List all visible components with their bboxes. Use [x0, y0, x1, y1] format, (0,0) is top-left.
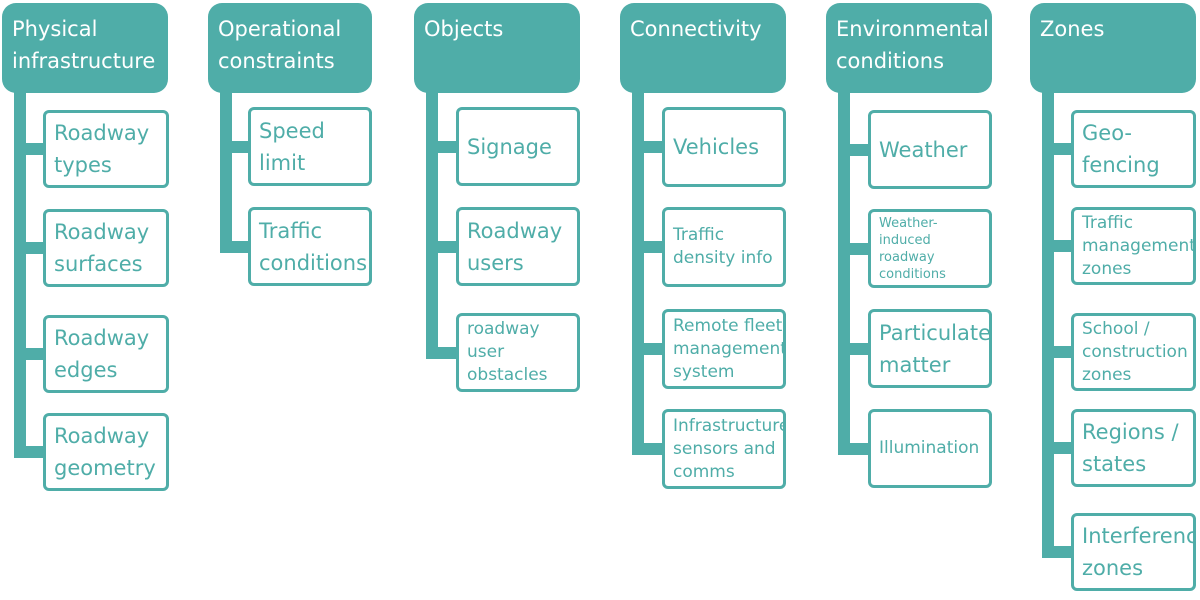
connector-trunk-physical — [14, 83, 26, 458]
label-text: Roadway surfaces — [54, 220, 150, 276]
item-remote-fleet: Remote fleet management system — [662, 309, 786, 389]
item-roadway-surfaces: Roadway surfaces — [43, 209, 169, 287]
label-text: Roadway edges — [54, 326, 150, 382]
category-header-environmental: Environmental conditions — [826, 3, 992, 93]
label-text: Vehicles — [673, 135, 760, 159]
category-header-objects: Objects — [414, 3, 580, 93]
label-text: Environmental conditions — [836, 17, 989, 73]
item-traffic-density-info: Traffic density info — [662, 207, 786, 287]
item-weather-induced: Weather- induced roadway conditions — [868, 209, 992, 288]
label-text: Interference zones — [1082, 524, 1193, 580]
connector-branch — [838, 143, 870, 156]
connector-trunk-zones — [1042, 83, 1054, 558]
connector-branch — [632, 343, 664, 355]
connector-branch — [14, 446, 45, 458]
item-particulate-matter: Particulate matter — [868, 309, 992, 388]
connector-branch — [14, 348, 45, 360]
connector-branch — [1042, 546, 1073, 558]
connector-branch — [838, 242, 870, 255]
connector-branch — [1042, 346, 1073, 358]
item-weather: Weather — [868, 110, 992, 189]
label-text: Objects — [424, 17, 504, 41]
item-traffic-management-zones: Traffic management zones — [1071, 207, 1196, 285]
connector-trunk-connectivity — [632, 83, 644, 455]
item-interference-zones: Interference zones — [1071, 513, 1196, 591]
label-text: Zones — [1040, 17, 1105, 41]
connector-branch — [1042, 240, 1073, 252]
item-roadway-types: Roadway types — [43, 110, 169, 188]
label-text: Infrastructure sensors and comms — [673, 415, 786, 482]
label-text: Remote fleet management system — [673, 315, 786, 382]
connector-branch — [14, 143, 45, 155]
connector-branch — [220, 240, 250, 253]
connector-branch — [838, 442, 870, 455]
connector-branch — [632, 443, 664, 455]
connector-branch — [426, 140, 458, 153]
label-text: Connectivity — [630, 17, 762, 41]
category-header-zones: Zones — [1030, 3, 1196, 93]
item-roadway-users: Roadway users — [456, 207, 580, 286]
connector-trunk-operational — [220, 83, 232, 253]
label-text: Speed limit — [259, 118, 325, 175]
label-text: Traffic density info — [673, 225, 773, 268]
item-traffic-conditions: Traffic conditions — [248, 207, 372, 286]
label-text: Signage — [467, 134, 552, 159]
label-text: Regions / states — [1082, 420, 1179, 476]
connector-branch — [220, 140, 250, 153]
category-header-operational: Operational constraints — [208, 3, 372, 93]
item-vehicles: Vehicles — [662, 107, 786, 187]
connector-trunk-objects — [426, 83, 438, 359]
label-text: Illumination — [879, 438, 980, 458]
category-header-connectivity: Connectivity — [620, 3, 786, 93]
connector-branch — [632, 241, 664, 253]
label-text: Physical infrastructure — [12, 17, 156, 73]
item-school-construction-zones: School / construction zones — [1071, 313, 1196, 391]
item-illumination: Illumination — [868, 409, 992, 488]
label-text: Geo- fencing — [1082, 121, 1160, 177]
label-text: Non-roadway user obstacles / objects — [467, 319, 548, 389]
label-text: Operational constraints — [218, 17, 342, 73]
connector-branch — [426, 240, 458, 253]
connector-branch — [1042, 143, 1073, 155]
connector-trunk-environmental — [838, 83, 850, 455]
connector-branch — [838, 342, 870, 355]
item-non-roadway-obstacles: Non-roadway user obstacles / objects — [456, 313, 580, 392]
item-infrastructure-sensors: Infrastructure sensors and comms — [662, 409, 786, 489]
label-text: Weather- induced roadway conditions — [879, 215, 946, 282]
item-roadway-edges: Roadway edges — [43, 315, 169, 393]
item-geo-fencing: Geo- fencing — [1071, 110, 1196, 188]
label-text: Particulate matter — [879, 320, 992, 377]
label-text: Traffic conditions — [259, 218, 368, 275]
label-text: Traffic management zones — [1082, 212, 1196, 279]
label-text: Roadway geometry — [54, 424, 156, 480]
item-regions-states: Regions / states — [1071, 409, 1196, 487]
item-speed-limit: Speed limit — [248, 107, 372, 186]
item-roadway-geometry: Roadway geometry — [43, 413, 169, 491]
connector-branch — [426, 346, 458, 359]
label-text: Roadway types — [54, 121, 150, 177]
connector-branch — [632, 141, 664, 153]
item-signage: Signage — [456, 107, 580, 186]
connector-branch — [1042, 442, 1073, 454]
label-text: School / construction zones — [1082, 318, 1188, 385]
category-header-physical: Physical infrastructure — [2, 3, 168, 93]
connector-branch — [14, 242, 45, 254]
label-text: Roadway users — [467, 218, 563, 275]
label-text: Weather — [879, 137, 968, 162]
